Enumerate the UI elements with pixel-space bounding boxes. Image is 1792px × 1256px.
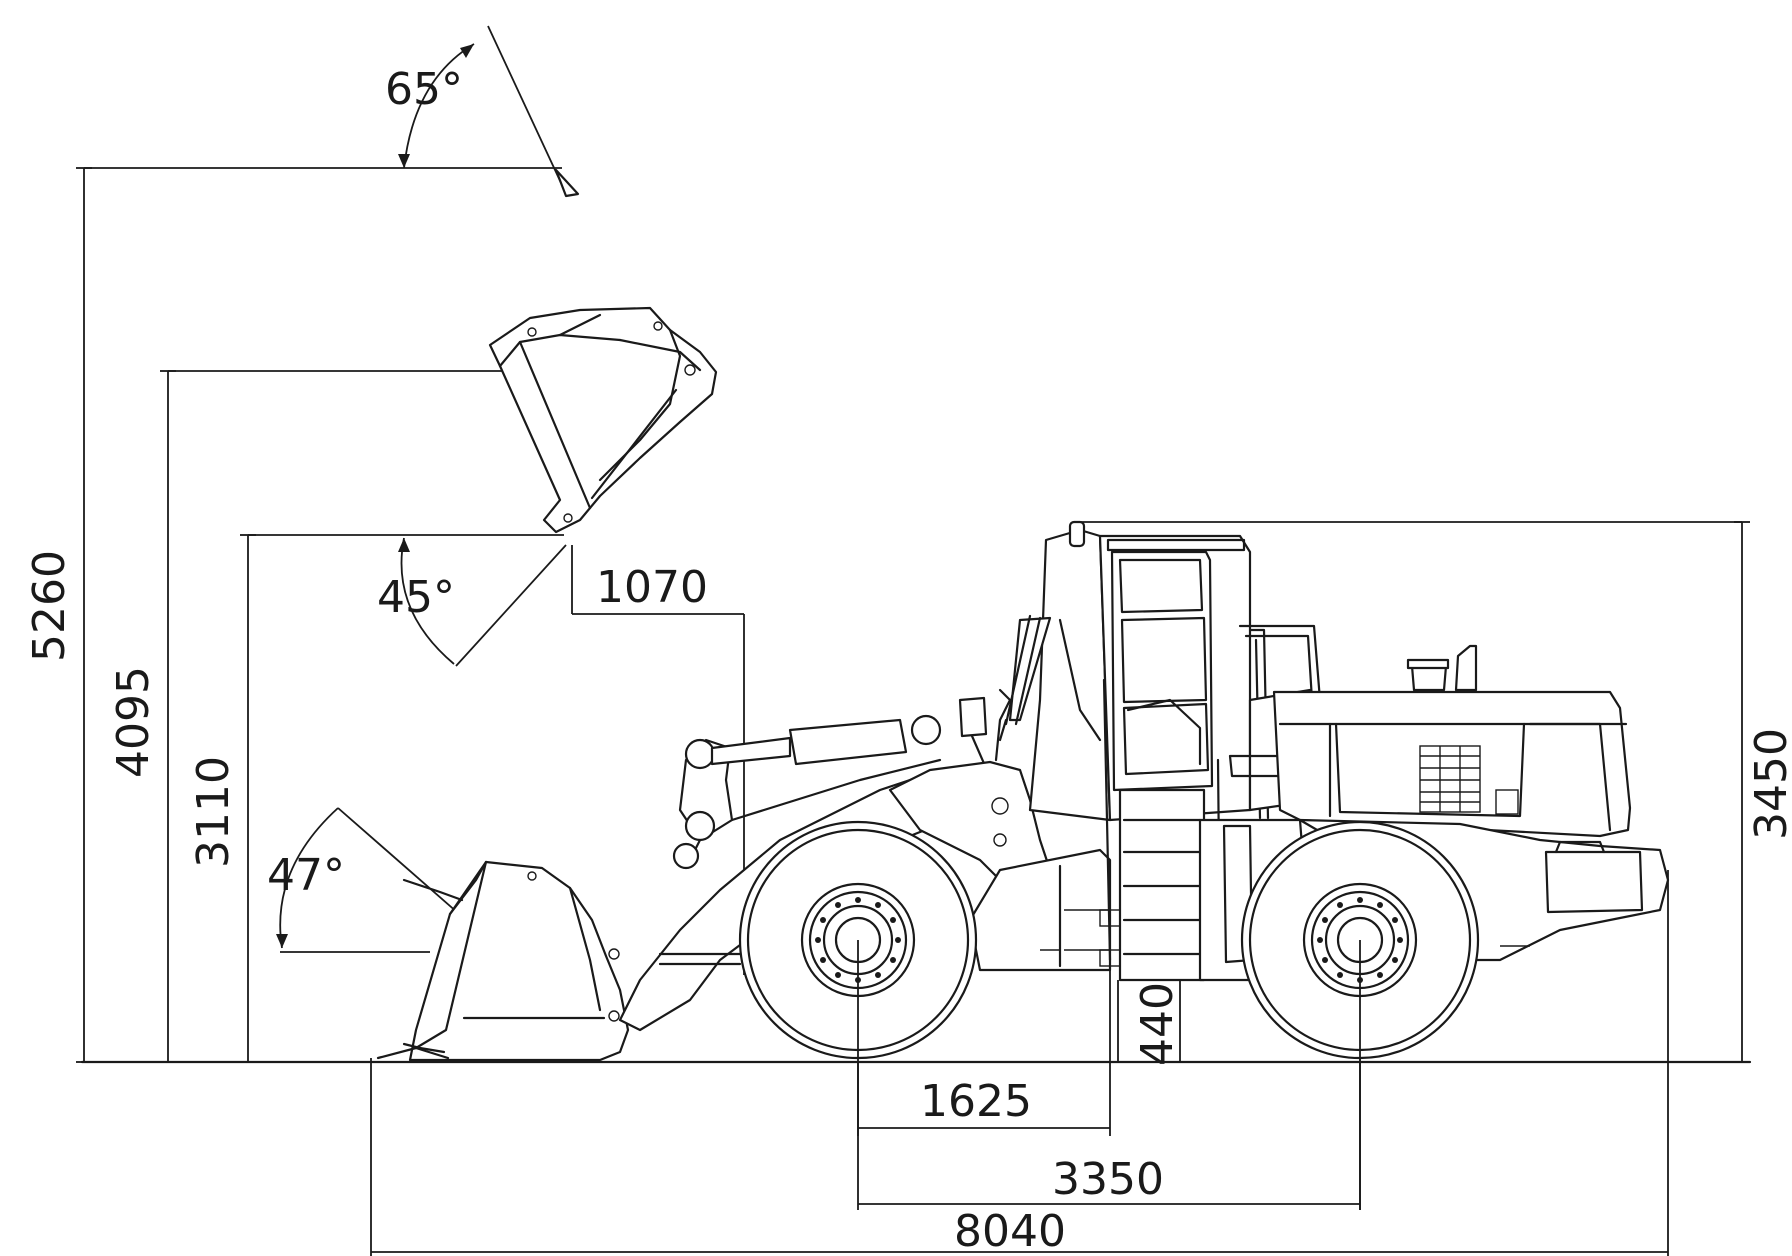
front-frame xyxy=(888,688,1112,972)
dimension-8040: 8040 xyxy=(370,870,1669,1256)
angle-47: 47° xyxy=(267,807,467,953)
angle-label-45: 45° xyxy=(377,572,455,623)
ground-bucket xyxy=(376,860,630,1062)
axle-centerlines xyxy=(857,940,1361,1210)
dimension-label-3350: 3350 xyxy=(1052,1154,1164,1205)
dimension-label-3110: 3110 xyxy=(188,756,239,868)
raised-bucket xyxy=(488,306,718,534)
angle-45: 45° xyxy=(377,537,567,667)
dimension-440: 440 xyxy=(1117,980,1183,1066)
tilt-cylinder xyxy=(710,696,1002,802)
dimension-label-1625: 1625 xyxy=(920,1076,1032,1127)
dimension-label-440: 440 xyxy=(1132,982,1183,1066)
dimension-3110: 3110 xyxy=(188,534,564,1063)
dimension-label-3450: 3450 xyxy=(1746,728,1792,840)
dimension-label-8040: 8040 xyxy=(954,1206,1066,1256)
angle-label-47: 47° xyxy=(267,850,345,901)
dimension-label-4095: 4095 xyxy=(108,666,159,778)
dimension-label-1070: 1070 xyxy=(596,562,708,613)
cab xyxy=(998,520,1252,822)
angle-label-65: 65° xyxy=(385,64,463,115)
angle-65: 65° xyxy=(385,25,580,198)
dimension-4095: 4095 xyxy=(108,370,506,1063)
dimension-5260: 5260 xyxy=(24,167,562,1063)
dimension-label-5260: 5260 xyxy=(24,550,75,662)
dimension-3450: 3450 xyxy=(1080,521,1792,1063)
dimension-1070: 1070 xyxy=(571,545,745,975)
engine-hood xyxy=(1272,644,1632,838)
